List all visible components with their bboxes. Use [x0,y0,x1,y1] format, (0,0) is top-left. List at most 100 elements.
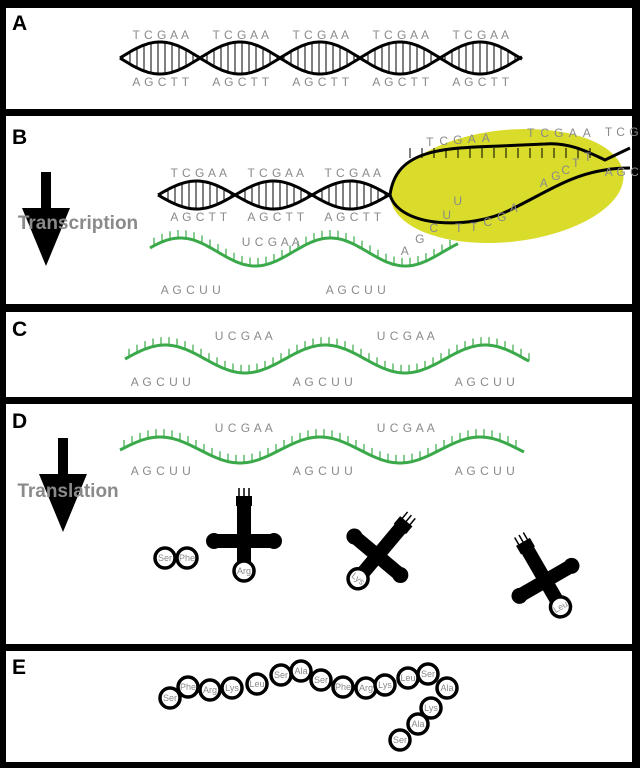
trna-leu: Leu [511,532,580,619]
rna-d-bottom-label: A G C U U [455,464,516,478]
rna-backbone [149,236,459,268]
dna-b-top-label: T C G A A [171,166,228,180]
panel-label-d: D [12,410,28,433]
amino-acid-label: Phe [335,682,351,692]
anticodon-tick [518,534,525,544]
rna-b-top-label: U C G A A [242,235,301,249]
bubble-edge-top-label: T C G [605,125,639,139]
dna-b-bottom-label: A G C T T [324,210,381,224]
amino-acid-circle [435,676,459,700]
trna-arg: Arg [206,488,282,583]
polypeptide-bead: Leu [245,672,269,696]
amino-acid-circle [346,566,370,591]
arrow-shaft [41,172,51,210]
bubble-top-letter: C [439,134,448,148]
rna-c-top-label: U C G A A [377,329,436,343]
panel-c [6,312,632,397]
rna-d-top-label: U C G A A [377,421,436,435]
trna-arms [349,531,405,581]
amino-acid-label: Lys [225,683,239,693]
amino-acid-circle [548,595,573,619]
arrow-shaft [58,438,68,476]
amino-acid-label: Ser [421,669,435,679]
dna-helix-b [157,179,391,211]
bubble-rna-letter: U [442,208,451,222]
polypeptide-bead: Lys [373,673,397,697]
amino-acid-label: Ser [274,670,288,680]
dna-backbone [119,40,523,76]
rna-b-bottom-label: A G C U U [326,283,387,297]
panel-label-e: E [12,656,27,679]
polypeptide-bead: Ala [289,659,313,683]
rna-d [119,429,525,465]
bubble-template-letter: A [510,201,519,215]
polypeptide-bead: Lys [419,696,443,720]
amino-acid-label: Ser [314,675,328,685]
polypeptide-bead: Lys [220,676,244,700]
anticodon-tick [522,532,529,541]
bubble-coding-letter: A [569,126,578,140]
arrow-head [22,208,70,266]
amino-acid-circle [220,676,244,700]
polypeptide-bead: Ser [269,663,293,687]
dna-a-bottom-label: A G C T T [212,75,269,89]
amino-acid-circle [309,668,333,692]
amino-acid-label: Phe [180,682,196,692]
panel-d [6,404,632,644]
amino-acid-label: Ser [158,553,172,563]
amino-acid-label: Ala [440,683,453,693]
polypeptide-bead: Ser [309,668,333,692]
amino-acid-circle [419,696,443,720]
rna-backbone [119,435,525,465]
polypeptide-bead: Leu [396,666,420,690]
panel-label-a: A [12,12,28,35]
amino-acid-circle [416,662,440,686]
rna-c-bottom-label: A G C U U [131,375,192,389]
amino-acid-circle [388,728,412,752]
dna-a-top-label: T C G A A [373,28,430,42]
bubble-rna-letter: C [429,221,438,235]
dna-backbone [157,179,391,211]
trna-arms [214,534,274,548]
trna-loop [346,528,363,545]
bubble-template-letter: C [561,163,570,177]
polypeptide-bead: Ala [435,676,459,700]
dna-helix-a [119,40,523,76]
dna-a-top-label: T C G A A [213,28,270,42]
trna-loop [511,587,528,604]
bubble-top-letter: A [468,132,477,146]
bubble-top-letter: G [453,133,463,147]
bubble-top-letter: A [482,131,491,145]
bubble-template-letter: G [551,169,561,183]
bubble-template-letter: G [497,210,507,224]
panel-label-c: C [12,318,28,341]
anticodon-tick [408,517,416,526]
translation-arrow [39,438,87,532]
bubble-rna-letter: G [415,232,425,246]
rna-b [149,230,459,268]
bubble-edge-bottom-label: A G C [605,165,640,179]
rna-c-bottom-label: A G C U U [455,375,516,389]
amino-acid-label: Phe [179,553,195,563]
acceptor-stem [236,496,252,506]
amino-acid-label: Ala [294,666,307,676]
polypeptide-bead: Ser [158,686,182,710]
bubble-template-letter: T [470,220,478,234]
anticodon-tick [401,511,409,520]
polypeptide-bead: Arg [198,678,222,702]
bubble-coding-letter: T [527,126,535,140]
translation-label: Translation [17,481,118,502]
amino-acid-circle [198,678,222,702]
amino-acid-circle [232,559,256,583]
transcription-label: Transcription [18,213,138,234]
dna-b-top-label: T C G A A [325,166,382,180]
template-strand [388,166,631,225]
bubble-template-letter: C [483,215,492,229]
rna-polymerase-bubble [390,128,624,244]
amino-acid-label: Ser [393,735,407,745]
amino-acid-label: Ala [411,719,424,729]
amino-acid-circle [373,673,397,697]
trna-loop [392,567,409,584]
dna-a-bottom-label: A G C T T [132,75,189,89]
